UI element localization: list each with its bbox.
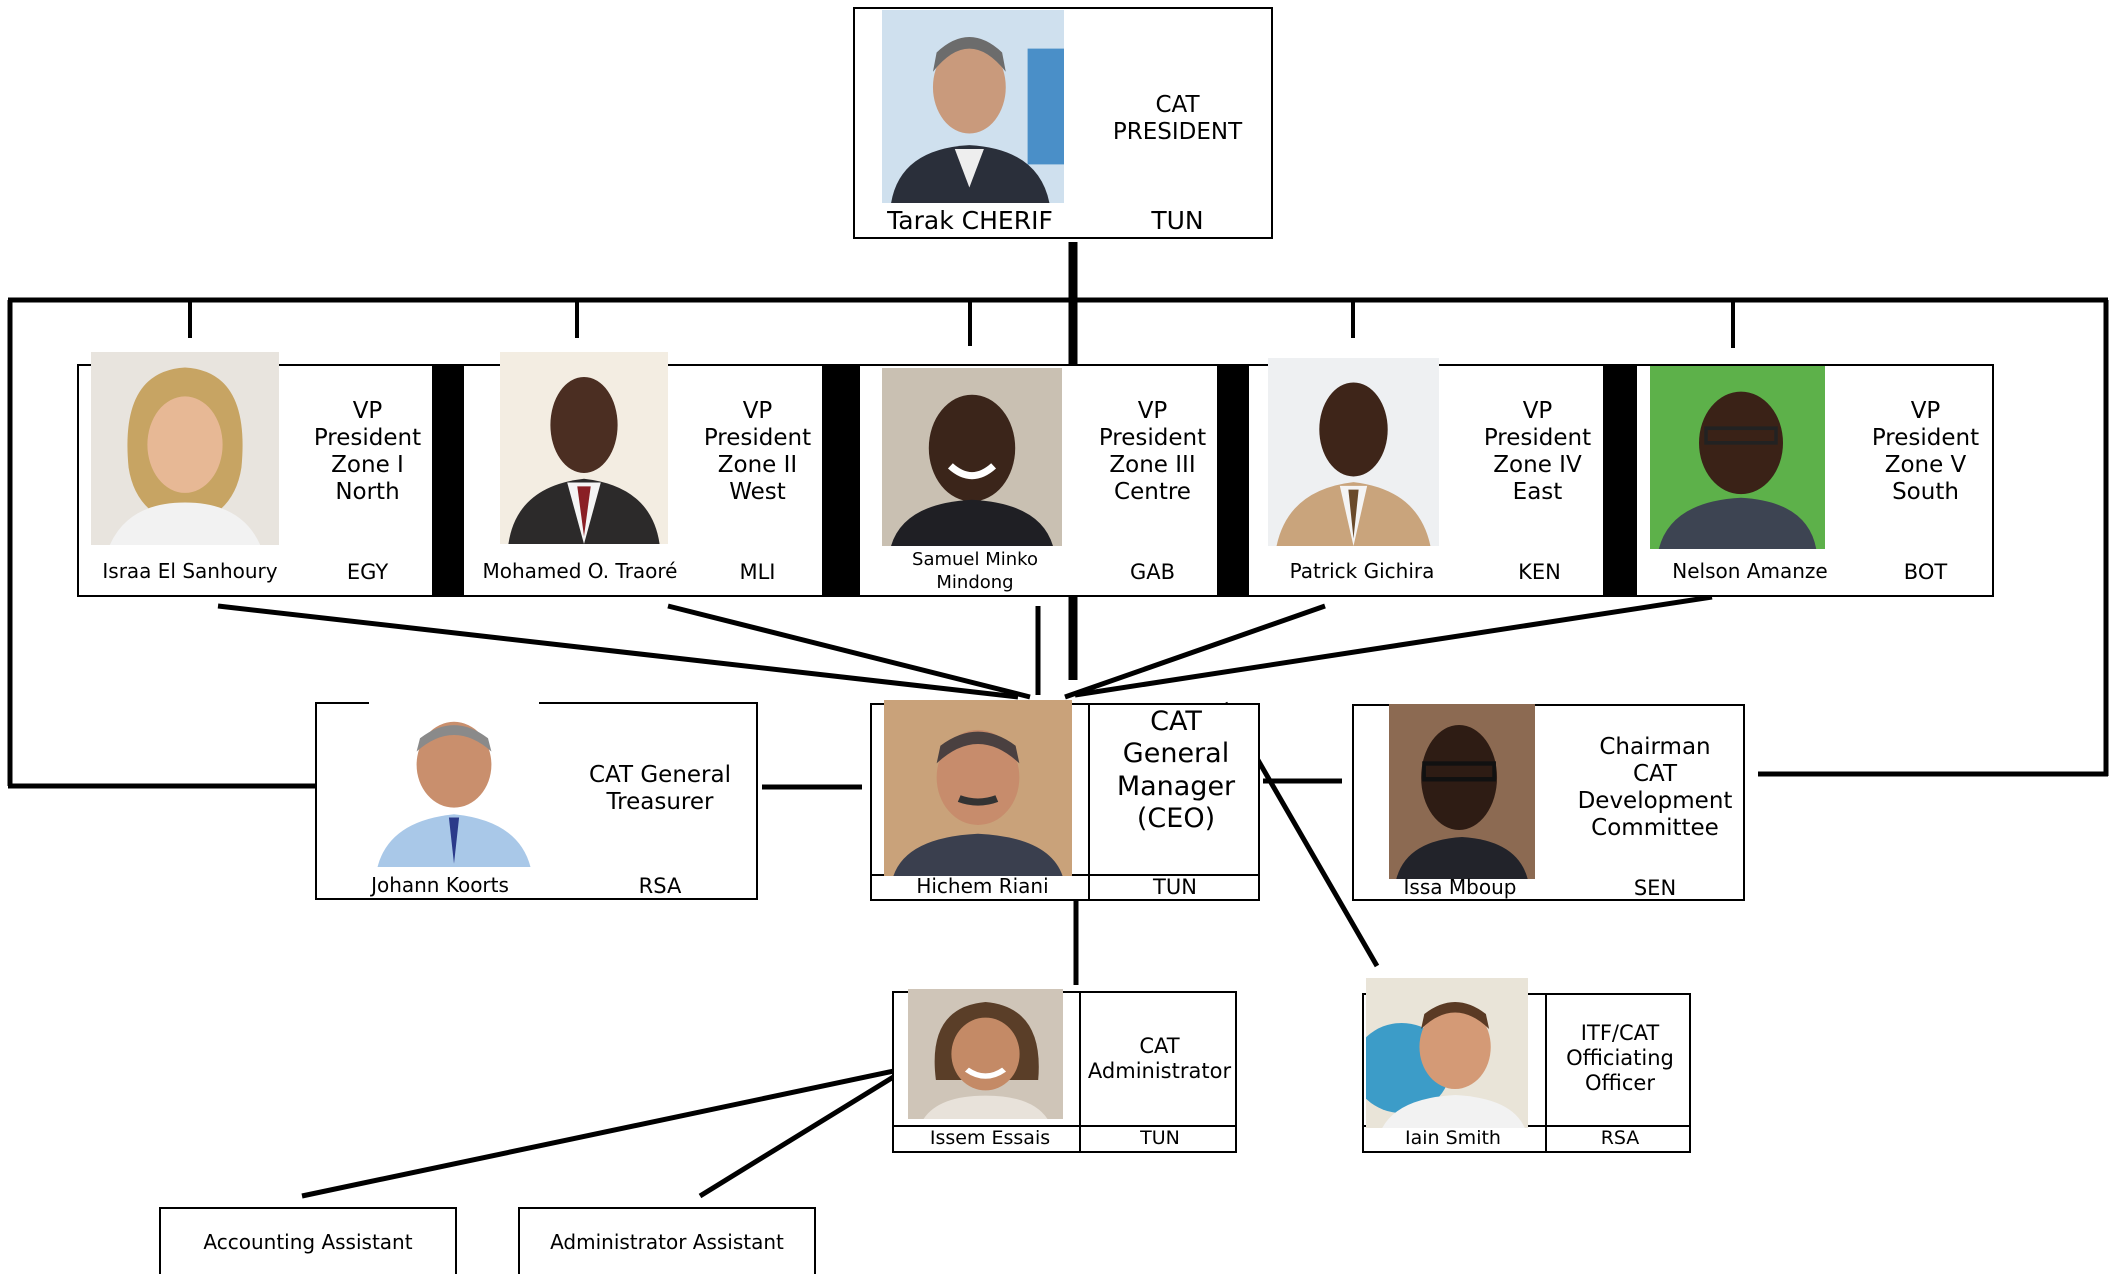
gm-title: CAT General Manager (CEO) (1116, 706, 1236, 835)
vp-zone4-title: VP President Zone IV East (1483, 398, 1592, 506)
vp-zone4-name: Patrick Gichira (1289, 559, 1435, 583)
administrator-name: Issem Essais (929, 1127, 1051, 1149)
administrator-photo (908, 989, 1063, 1119)
president-name: Tarak CHERIF (887, 206, 1053, 235)
vp-zone5-photo (1650, 366, 1825, 549)
treasurer-photo (369, 702, 539, 867)
vp-zone1-photo (91, 352, 279, 545)
vp-zone1-country: EGY (346, 560, 389, 584)
accounting-assistant-label: Accounting Assistant (203, 1230, 413, 1254)
vp-separator (432, 364, 464, 597)
vp-zone3-title: VP President Zone III Centre (1098, 398, 1207, 506)
officiating-name: Iain Smith (1405, 1127, 1501, 1149)
vp-separator (822, 364, 860, 597)
gm-country: TUN (1153, 875, 1197, 899)
gm-divider-v (1088, 703, 1090, 901)
admin-divider-v (1079, 991, 1081, 1153)
accounting-assistant-box (159, 1207, 457, 1274)
officiating-divider-v (1545, 993, 1547, 1153)
president-photo (882, 10, 1064, 203)
vp-zone2-country: MLI (739, 560, 776, 584)
vp-zone3-country: GAB (1129, 560, 1176, 584)
chairman-photo (1389, 704, 1535, 879)
vp-separator (1603, 364, 1637, 597)
vp-zone1-name: Israa El Sanhoury (102, 559, 278, 583)
vp-zone2-title: VP President Zone II West (703, 398, 812, 506)
vp-zone5-title: VP President Zone V South (1871, 398, 1980, 506)
chairman-title: Chairman CAT Development Committee (1577, 734, 1733, 842)
administrator-assistant-box (518, 1207, 816, 1274)
treasurer-country: RSA (638, 874, 682, 898)
administrator-country: TUN (1140, 1127, 1180, 1149)
vp-zone2-name: Mohamed O. Traoré (482, 559, 678, 583)
vp-zone2-photo (500, 352, 668, 544)
president-title: CAT PRESIDENT (1112, 92, 1243, 146)
vp-separator (1217, 364, 1249, 597)
vp-zone3-photo (882, 368, 1062, 546)
vp-zone5-name: Nelson Amanze (1672, 559, 1828, 583)
chairman-country: SEN (1633, 876, 1677, 900)
vp-zone4-photo (1268, 358, 1439, 546)
president-country: TUN (1151, 206, 1204, 235)
vp-zone5-country: BOT (1903, 560, 1948, 584)
treasurer-name: Johann Koorts (371, 873, 509, 897)
admin-divider-h (892, 1125, 1237, 1127)
vp-zone1-title: VP President Zone I North (313, 398, 422, 506)
treasurer-title: CAT General Treasurer (588, 762, 731, 816)
chairman-name: Issa Mboup (1403, 875, 1517, 899)
vp-zone4-country: KEN (1518, 560, 1561, 584)
vp-zone3-name: Samuel Minko Mindong (912, 549, 1038, 593)
officiating-country: RSA (1600, 1127, 1640, 1149)
gm-photo (884, 700, 1072, 876)
officiating-title: ITF/CAT Officiating Officer (1566, 1021, 1674, 1095)
administrator-title: CAT Administrator (1087, 1034, 1232, 1083)
administrator-assistant-label: Administrator Assistant (550, 1230, 784, 1254)
officiating-photo (1366, 978, 1528, 1128)
gm-name: Hichem Riani (916, 874, 1049, 898)
